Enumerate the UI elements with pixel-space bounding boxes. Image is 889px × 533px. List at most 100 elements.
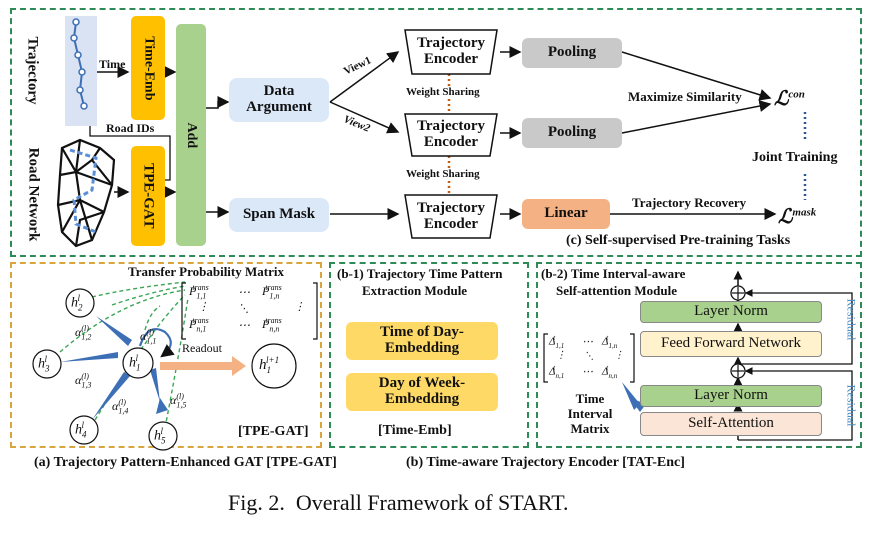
encoder-shape-2: [404, 113, 498, 157]
alpha-15-base: α: [170, 393, 177, 407]
node-h4: h4l: [75, 420, 89, 439]
caption-a: (a) Trajectory Pattern-Enhanced GAT [TPE…: [34, 455, 337, 470]
time-interval-matrix-label: Time Interval Matrix: [554, 391, 626, 437]
node-h1next-sub: 1: [266, 365, 272, 375]
tp-matrix-cdots-1: ⋯: [238, 285, 250, 299]
dn1-sub: n,1: [555, 371, 565, 380]
joint-training-label: Joint Training: [752, 150, 838, 165]
node-h5-sub: 5: [161, 435, 166, 446]
node-h1-sup: l: [135, 353, 139, 363]
alpha-12-sup: (l): [81, 324, 89, 333]
node-h1-base: h: [129, 355, 136, 371]
ti-matrix-ddots: ⋱: [584, 351, 594, 362]
tp-matrix-p1n: P1,ntrans: [262, 283, 296, 300]
add-box: Add: [176, 24, 206, 246]
node-h3: h3l: [38, 354, 52, 373]
panel-a-tag: [TPE-GAT]: [238, 424, 309, 439]
data-argument-label: Data Argument: [246, 83, 312, 115]
p1n-sub: 1,n: [269, 291, 280, 301]
weight-sharing-label-1: Weight Sharing: [404, 86, 482, 98]
d1n-sup: t: [606, 334, 609, 342]
loss-con-sup: con: [788, 88, 805, 101]
node-h4-sup: l: [81, 420, 85, 430]
ti-matrix-vdots-1: ⋮: [556, 350, 566, 361]
alpha-12: α1,2(l): [75, 324, 99, 341]
encoder-2: Trajectory Encoder: [412, 115, 490, 155]
encoder-shape-1: [404, 29, 498, 75]
p1n-base: P: [262, 284, 270, 298]
tp-matrix-vdots-2: ⋮: [294, 301, 305, 313]
maximize-similarity-label: Maximize Similarity: [628, 89, 742, 104]
trajectory-label: Trajectory: [24, 36, 41, 105]
node-h1-next: h1l+1: [259, 355, 284, 375]
node-h2-sup: l: [77, 293, 81, 303]
layer-norm-top: Layer Norm: [640, 301, 822, 323]
self-attention-label: Self-Attention: [688, 415, 774, 432]
tod-line1: Time of Day-: [380, 324, 464, 341]
gat-graph: [32, 281, 318, 451]
tim-line1: Time: [575, 391, 605, 406]
weight-sharing-label-2: Weight Sharing: [404, 168, 482, 180]
ffn-label: Feed Forward Network: [661, 335, 801, 352]
tp-matrix-p11: P1,1trans: [189, 283, 223, 300]
node-h1: h1l: [129, 353, 143, 372]
dow-line1: Day of Week-: [378, 375, 466, 392]
loss-con-symbol: ℒ: [774, 88, 789, 110]
tp-matrix-vdots-1: ⋮: [198, 301, 209, 313]
pnn-sup: trans: [265, 316, 282, 325]
panel-b2-title-line2: Self-attention Module: [556, 283, 677, 298]
tp-matrix-pn1: Pn,1trans: [189, 316, 223, 333]
node-h4-base: h: [75, 422, 82, 438]
residual-bottom-label: Residual: [844, 384, 859, 427]
encoder-2-label: Trajectory Encoder: [416, 118, 485, 150]
node-h1next-base: h: [259, 357, 267, 373]
tpe-gat-label: TPE-GAT: [140, 163, 157, 229]
pooling-box-2: Pooling: [522, 118, 622, 148]
readout-label: Readout: [182, 341, 222, 355]
alpha-13-sup: (l): [81, 372, 89, 381]
layer-norm-top-label: Layer Norm: [694, 303, 768, 320]
node-h1-sub: 1: [136, 362, 141, 373]
pn1-base: P: [189, 317, 197, 331]
time-of-day-embedding-box: Time of Day- Embedding: [346, 322, 498, 360]
layer-norm-bottom-label: Layer Norm: [694, 387, 768, 404]
pn1-sup: trans: [192, 316, 209, 325]
encoder-3-label: Trajectory Encoder: [416, 200, 485, 232]
time-emb-label: Time-Emb: [141, 35, 157, 101]
alpha-14-sub: 1,4: [118, 406, 129, 416]
pnn-base: P: [262, 317, 270, 331]
alpha-14-sup: (l): [118, 398, 126, 407]
loss-mask-symbol: ℒ: [778, 206, 793, 228]
loss-mask: ℒmask: [778, 204, 816, 229]
d1n-base: Δ: [602, 335, 609, 348]
encoder-shape-3: [404, 194, 498, 239]
node-h2-base: h: [71, 295, 78, 311]
node-h2-sub: 2: [78, 302, 83, 313]
tpe-gat-box: TPE-GAT: [131, 146, 165, 246]
tod-line2: Embedding: [384, 340, 460, 356]
time-emb-box: Time-Emb: [131, 16, 165, 120]
encoder-3: Trajectory Encoder: [412, 197, 490, 237]
ffn-box: Feed Forward Network: [640, 331, 822, 357]
node-h5-sup: l: [160, 426, 164, 436]
trajectory-recovery-label: Trajectory Recovery: [632, 195, 747, 210]
d1n-sub: 1,n: [608, 341, 618, 350]
dow-line2: Embedding: [384, 391, 460, 407]
encoder-1: Trajectory Encoder: [412, 32, 490, 72]
ti-matrix-d11: Δ1,1t: [549, 334, 566, 350]
alpha-15-sub: 1,5: [176, 400, 187, 410]
p1n-sup: trans: [265, 283, 282, 292]
panel-b1-frame: [329, 262, 529, 448]
node-h3-sub: 3: [45, 363, 50, 374]
time-label: Time: [99, 57, 126, 71]
panel-b2-title-line1: (b-2) Time Interval-aware: [541, 266, 686, 281]
d11-base: Δ: [549, 335, 556, 348]
tim-line2: Interval: [567, 405, 613, 421]
caption-b: (b) Time-aware Trajectory Encoder [TAT-E…: [406, 455, 685, 470]
pooling-1-label: Pooling: [547, 44, 597, 61]
data-argument-box: Data Argument: [229, 78, 329, 122]
linear-box: Linear: [522, 199, 610, 229]
tim-line3: Matrix: [570, 420, 610, 436]
alpha-11: α1,1(l): [140, 328, 164, 345]
tp-matrix-pnn: Pn,ntrans: [262, 316, 296, 333]
